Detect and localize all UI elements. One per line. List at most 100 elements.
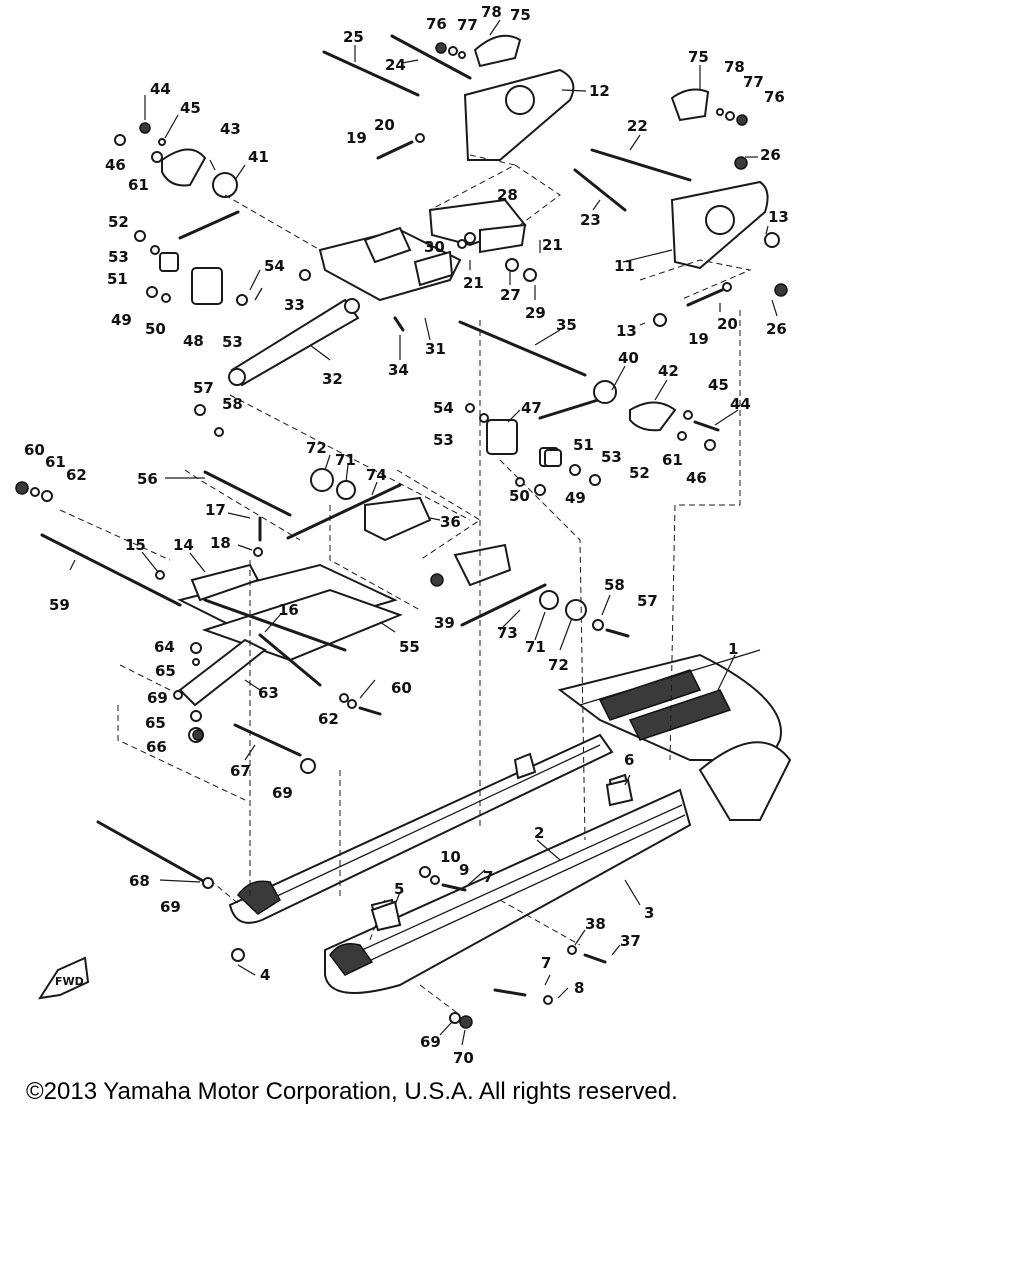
callout-39: 39 xyxy=(434,614,455,632)
fwd-arrow: FWD xyxy=(37,956,90,1000)
callout-58-upper: 58 xyxy=(222,395,243,413)
callout-35: 35 xyxy=(556,316,577,334)
callout-11: 11 xyxy=(614,257,635,275)
callout-22: 22 xyxy=(627,117,648,135)
callout-42: 42 xyxy=(658,362,679,380)
bracket-11 xyxy=(670,180,769,270)
left-ski xyxy=(228,733,614,924)
callout-21-left: 21 xyxy=(463,274,484,292)
callout-55: 55 xyxy=(399,638,420,656)
callout-76-upper: 76 xyxy=(426,15,447,33)
callout-numbers: 1 2 3 4 5 6 7 7 8 9 10 11 12 13 13 14 15… xyxy=(24,3,789,1067)
callout-78-right: 78 xyxy=(724,58,745,76)
callout-72-upper: 72 xyxy=(306,439,327,457)
callout-78-upper: 78 xyxy=(481,3,502,21)
callout-8: 8 xyxy=(574,979,584,997)
callout-5: 5 xyxy=(394,880,404,898)
callout-53-right-lower: 53 xyxy=(601,448,622,466)
callout-72-lower: 72 xyxy=(548,656,569,674)
rear-scissor-14 xyxy=(190,563,260,602)
spring-rod-40 xyxy=(538,398,600,420)
callout-69-bottom: 69 xyxy=(420,1033,441,1051)
callout-71-upper: 71 xyxy=(335,451,356,469)
callout-20-upper: 20 xyxy=(374,116,395,134)
lower-frame-55 xyxy=(177,563,403,687)
callout-52-upper: 52 xyxy=(108,213,129,231)
callout-75-upper: 75 xyxy=(510,6,531,24)
shaft-56 xyxy=(203,470,292,517)
callout-10: 10 xyxy=(440,848,461,866)
callout-44-upper: 44 xyxy=(150,80,171,98)
callout-77-right: 77 xyxy=(743,73,764,91)
callout-59: 59 xyxy=(49,596,70,614)
callout-69-left: 69 xyxy=(160,898,181,916)
callout-45-lower: 45 xyxy=(708,376,729,394)
callout-57-lower: 57 xyxy=(637,592,658,610)
callout-26-upper: 26 xyxy=(760,146,781,164)
callout-7-upper: 7 xyxy=(483,868,493,886)
callout-19-lower: 19 xyxy=(688,330,709,348)
callout-40: 40 xyxy=(618,349,639,367)
callout-12: 12 xyxy=(589,82,610,100)
callout-46-lower: 46 xyxy=(686,469,707,487)
callout-63: 63 xyxy=(258,684,279,702)
copyright-notice: ©2013 Yamaha Motor Corporation, U.S.A. A… xyxy=(26,1078,678,1105)
callout-73: 73 xyxy=(497,624,518,642)
callout-36: 36 xyxy=(440,513,461,531)
callout-26-lower: 26 xyxy=(766,320,787,338)
callout-74: 74 xyxy=(366,466,387,484)
callout-62-left: 62 xyxy=(66,466,87,484)
callout-1: 1 xyxy=(728,640,738,658)
assembly-guide-lines xyxy=(59,154,752,1016)
callout-54-upper: 54 xyxy=(264,257,285,275)
rear-arm-36 xyxy=(310,468,587,621)
callout-29: 29 xyxy=(525,304,546,322)
callout-71-lower: 71 xyxy=(525,638,546,656)
callout-70: 70 xyxy=(453,1049,474,1067)
callout-52-lower: 52 xyxy=(629,464,650,482)
callout-31: 31 xyxy=(425,340,446,358)
callout-38: 38 xyxy=(585,915,606,933)
shaft-35 xyxy=(458,320,587,377)
exploded-parts-diagram: FWD xyxy=(15,3,792,1067)
callout-61-upper: 61 xyxy=(128,176,149,194)
block-48 xyxy=(159,252,223,305)
link-63 xyxy=(178,638,267,707)
spring-bracket-42 xyxy=(593,380,677,432)
fasteners xyxy=(15,42,788,1029)
right-ski xyxy=(324,773,692,994)
callout-48: 48 xyxy=(183,332,204,350)
callout-64: 64 xyxy=(154,638,175,656)
rod-24 xyxy=(390,34,472,80)
rod-74 xyxy=(286,483,402,540)
callout-41: 41 xyxy=(248,148,269,166)
callout-61-left: 61 xyxy=(45,453,66,471)
callout-7-lower: 7 xyxy=(541,954,551,972)
callout-49-lower: 49 xyxy=(565,489,586,507)
callout-16: 16 xyxy=(278,601,299,619)
front-arm-31 xyxy=(318,226,462,302)
callout-34: 34 xyxy=(388,361,409,379)
leader-lines xyxy=(69,19,778,1046)
callout-58-lower: 58 xyxy=(604,576,625,594)
callout-21-right: 21 xyxy=(542,236,563,254)
callout-62-lower: 62 xyxy=(318,710,339,728)
callout-50-upper: 50 xyxy=(145,320,166,338)
callout-32: 32 xyxy=(322,370,343,388)
callout-67: 67 xyxy=(230,762,251,780)
callout-65-upper: 65 xyxy=(155,662,176,680)
callout-51-upper: 51 xyxy=(107,270,128,288)
callout-69-mid: 69 xyxy=(272,784,293,802)
rod-73 xyxy=(460,583,547,627)
callout-47: 47 xyxy=(521,399,542,417)
callout-20-lower: 20 xyxy=(717,315,738,333)
callout-27: 27 xyxy=(500,286,521,304)
callout-75-right: 75 xyxy=(688,48,709,66)
callout-9: 9 xyxy=(459,861,469,879)
callout-60-upper: 60 xyxy=(24,441,45,459)
callout-6: 6 xyxy=(624,751,634,769)
callout-28: 28 xyxy=(497,186,518,204)
bumper-75-left xyxy=(473,34,522,68)
callout-37: 37 xyxy=(620,932,641,950)
callout-15: 15 xyxy=(125,536,146,554)
